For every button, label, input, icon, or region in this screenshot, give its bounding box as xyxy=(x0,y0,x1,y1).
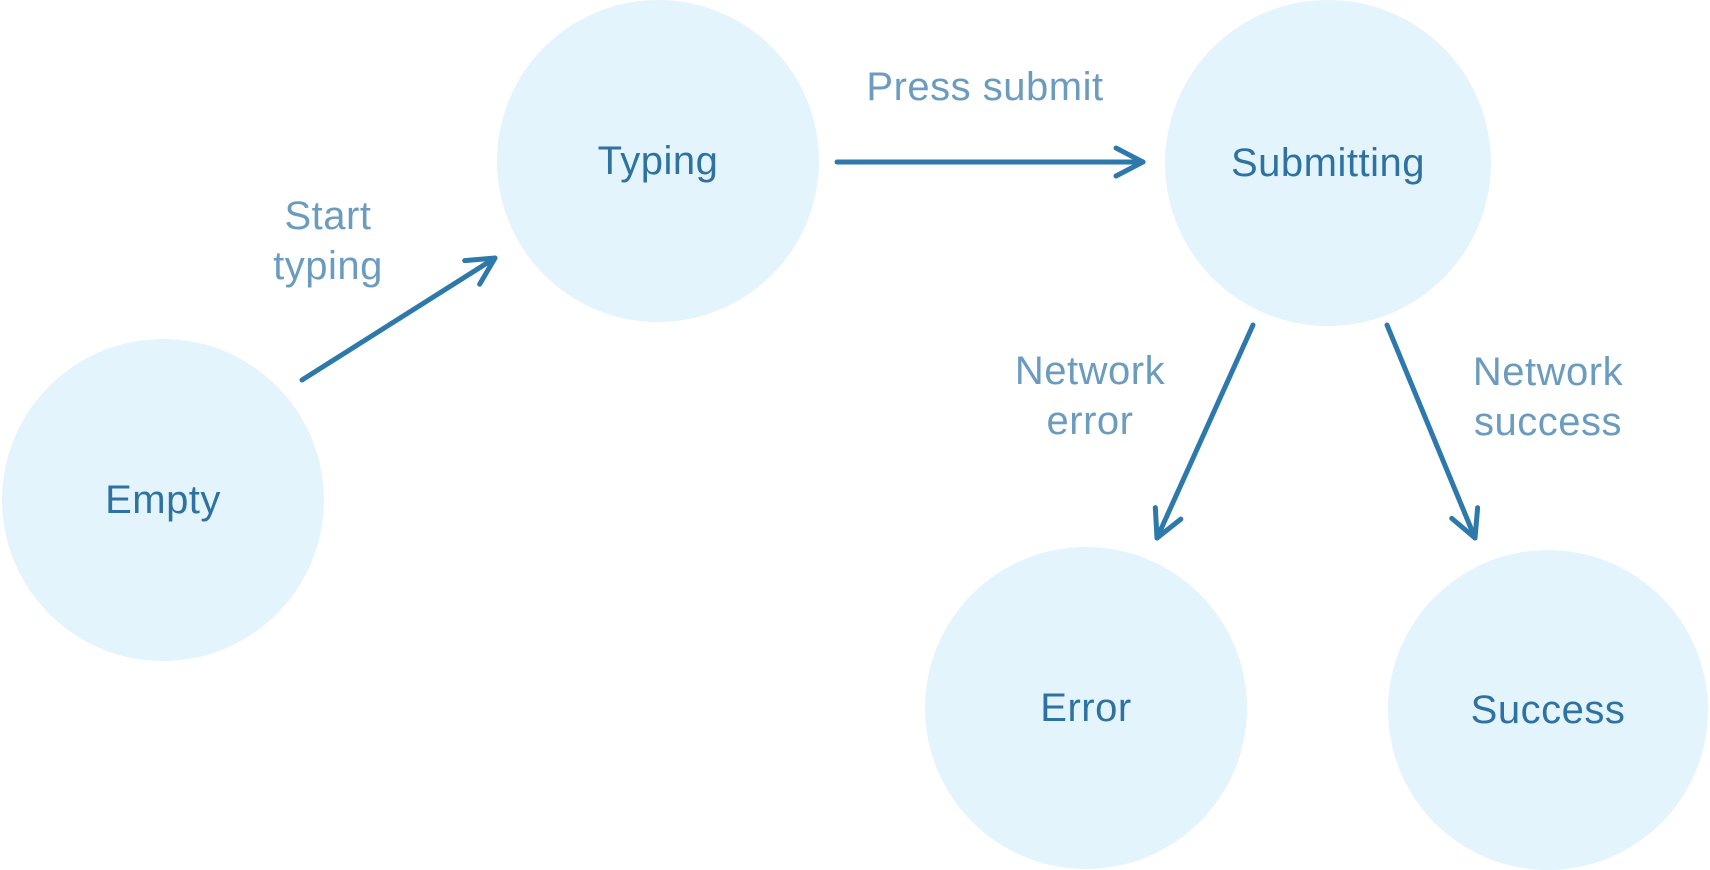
transition-label-line: Network xyxy=(1472,350,1624,394)
state-label-empty: Empty xyxy=(105,477,221,522)
transition-label-line: typing xyxy=(273,244,383,288)
transition-arrow-network-error xyxy=(1152,322,1256,541)
state-node-submitting: Submitting xyxy=(1165,0,1491,326)
transition-label-press-submit: Press submit xyxy=(866,62,1103,112)
state-label-submitting: Submitting xyxy=(1231,140,1425,185)
transition-label-start-typing: Start typing xyxy=(273,191,383,291)
state-node-typing: Typing xyxy=(497,0,819,322)
transition-label-line: Start xyxy=(284,194,372,238)
transition-label-line: error xyxy=(1046,399,1134,443)
state-label-success: Success xyxy=(1470,687,1626,732)
transition-label-line: success xyxy=(1473,400,1622,444)
state-node-success: Success xyxy=(1388,550,1708,870)
transition-arrow-network-success xyxy=(1384,322,1481,541)
state-label-error: Error xyxy=(1040,685,1132,730)
transition-label-network-error: Network error xyxy=(1015,346,1165,446)
transition-label-network-success: Network success xyxy=(1473,347,1623,447)
transition-label-line: Press submit xyxy=(866,65,1104,109)
transition-label-line: Network xyxy=(1014,349,1166,393)
state-node-error: Error xyxy=(925,547,1247,869)
state-label-typing: Typing xyxy=(597,138,719,183)
state-node-empty: Empty xyxy=(2,339,324,661)
